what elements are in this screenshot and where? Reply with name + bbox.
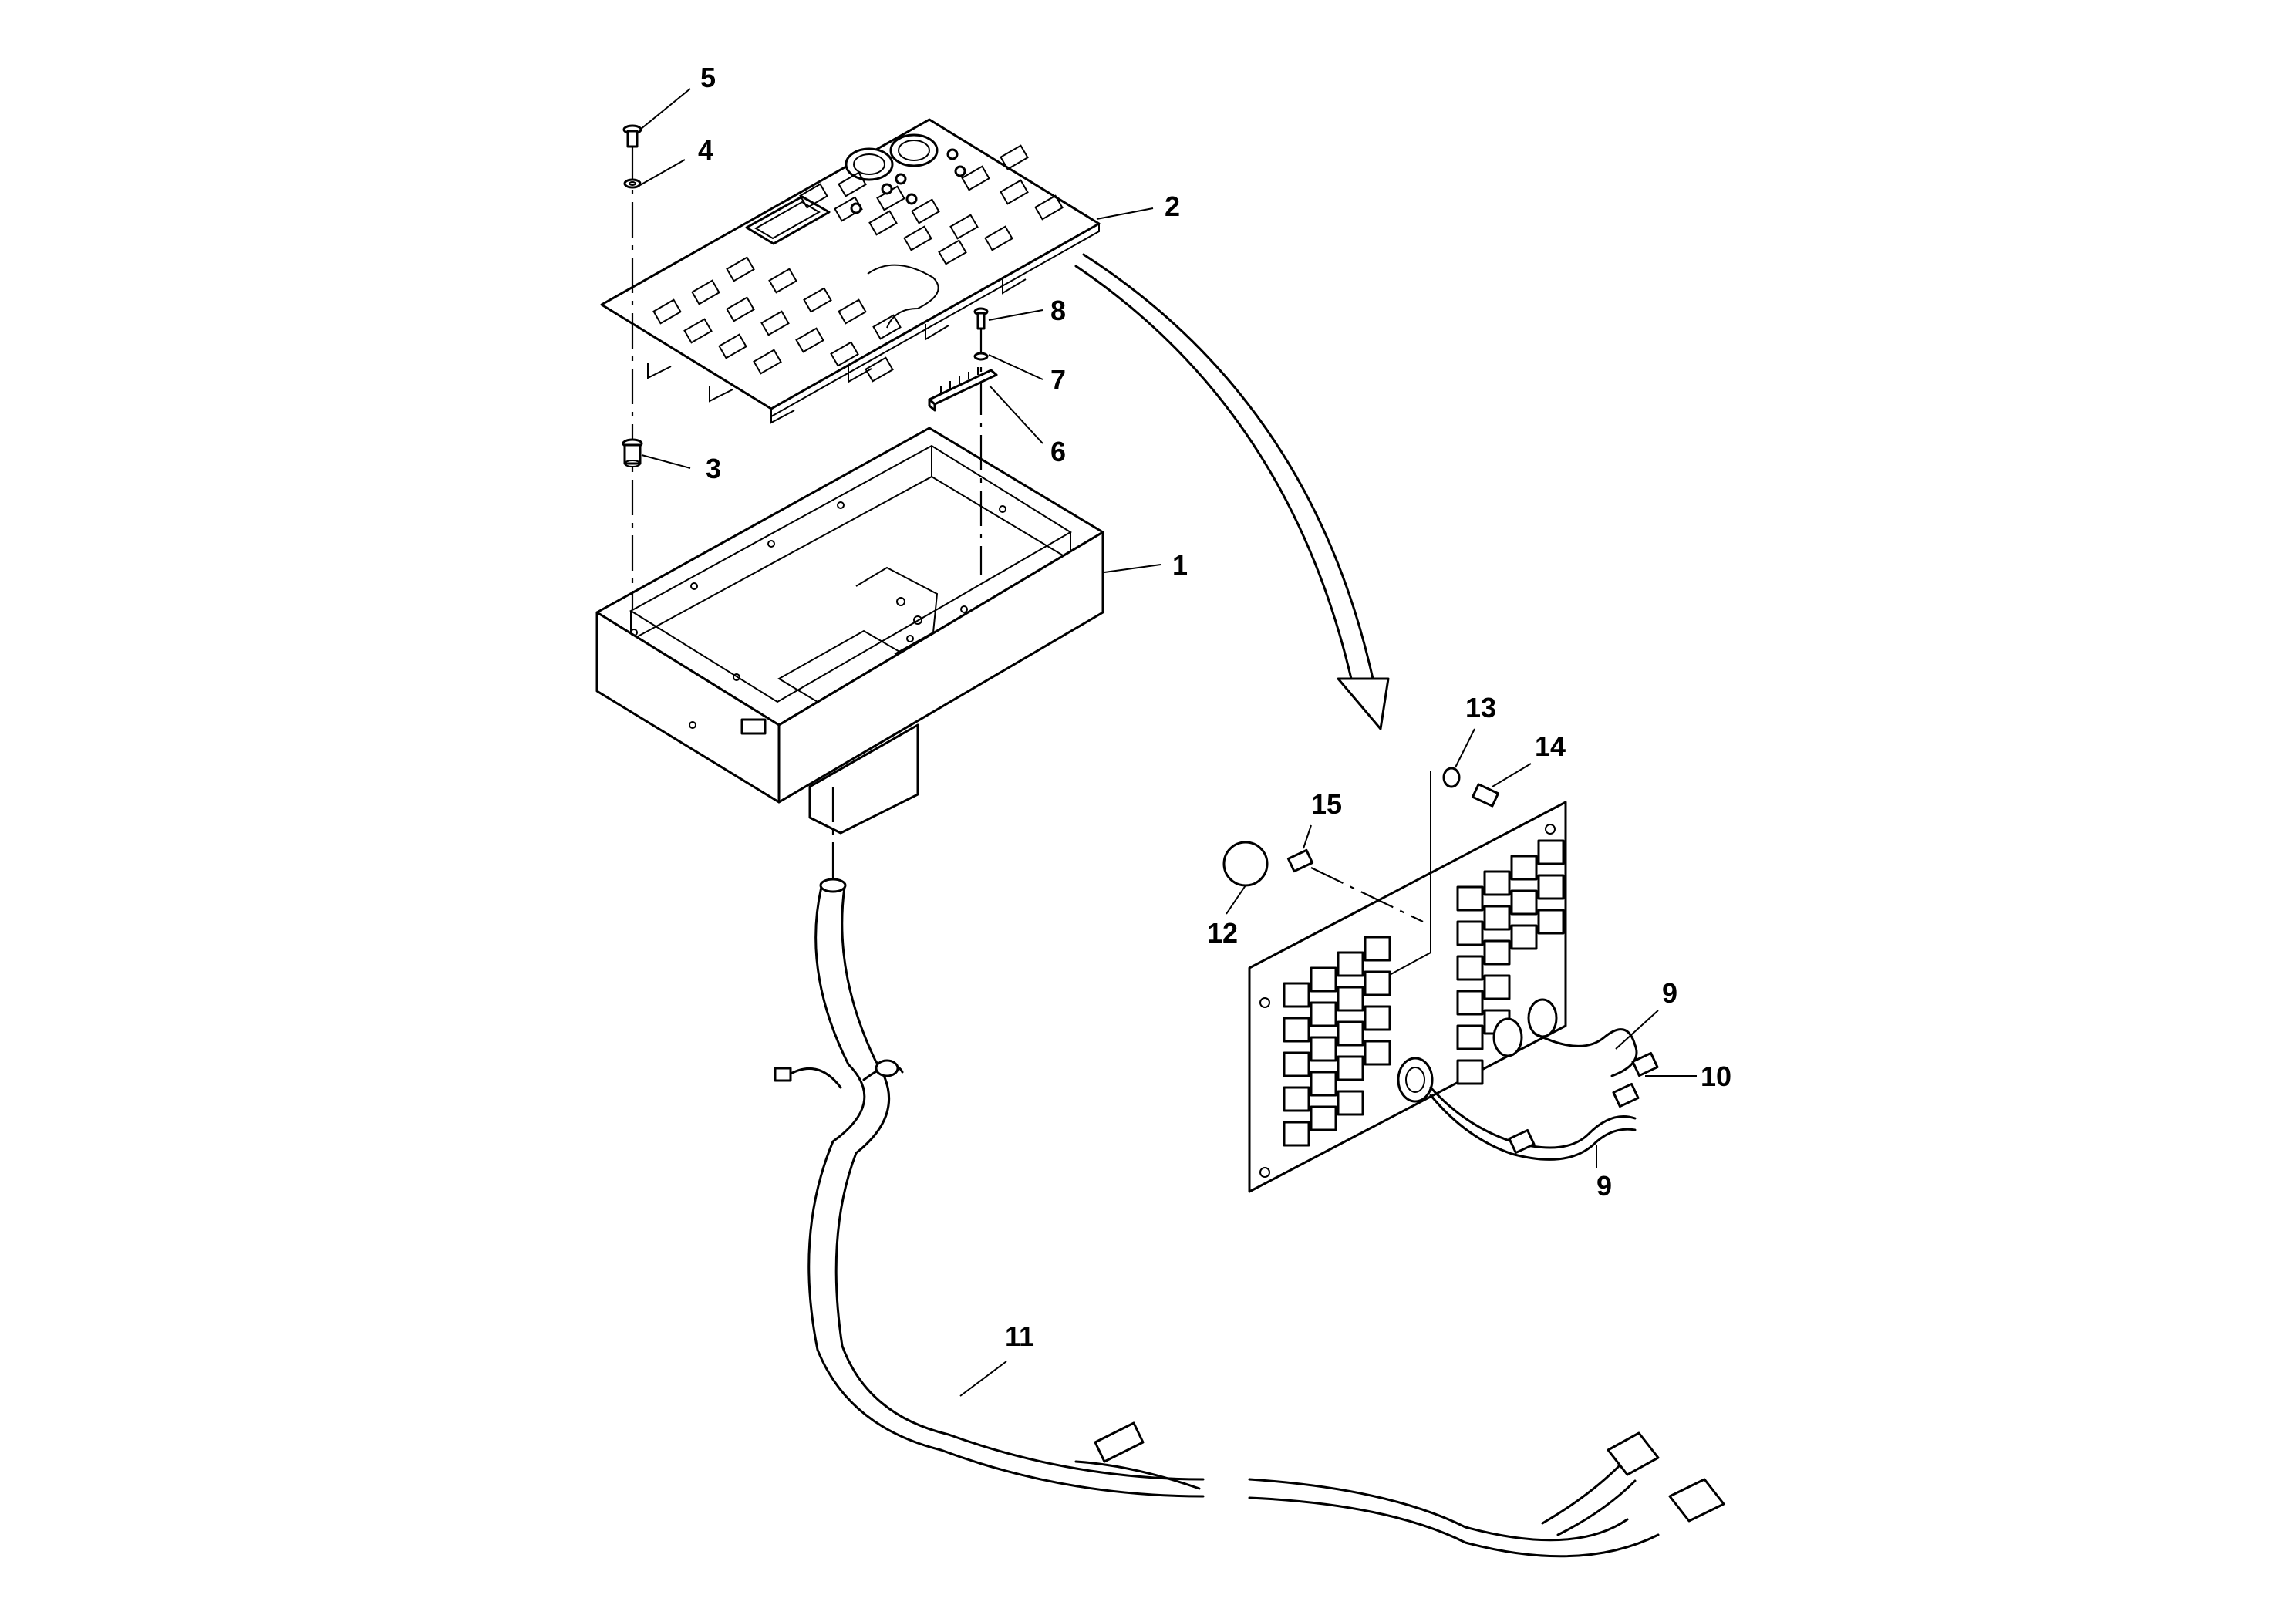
enclosure-box [595, 427, 1104, 835]
callout-11: 11 [1005, 1320, 1034, 1352]
leader-lines [639, 88, 1697, 1397]
callout-3: 3 [706, 453, 721, 484]
callout-9-top: 9 [1662, 977, 1677, 1009]
callout-labels: 1 2 3 4 5 6 7 8 9 9 10 11 12 13 14 15 [698, 62, 1731, 1352]
callout-5: 5 [700, 62, 716, 93]
callout-4: 4 [698, 134, 713, 166]
screw-stack [622, 124, 643, 609]
relay-panel [1222, 767, 1659, 1193]
detail-view-arrow [1074, 253, 1390, 730]
callout-13: 13 [1465, 692, 1496, 723]
terminal-strip [928, 307, 998, 575]
callout-14: 14 [1535, 730, 1566, 762]
control-panel-plate [600, 118, 1101, 424]
callout-9-bottom: 9 [1596, 1170, 1612, 1202]
callout-1: 1 [1172, 549, 1188, 581]
callout-2: 2 [1165, 191, 1180, 222]
callout-7: 7 [1050, 364, 1066, 396]
callout-15: 15 [1311, 788, 1342, 820]
callout-8: 8 [1050, 295, 1066, 326]
callout-12: 12 [1207, 917, 1238, 949]
callout-10: 10 [1701, 1061, 1731, 1092]
wiring-harness [774, 787, 1725, 1558]
callout-6: 6 [1050, 436, 1066, 467]
